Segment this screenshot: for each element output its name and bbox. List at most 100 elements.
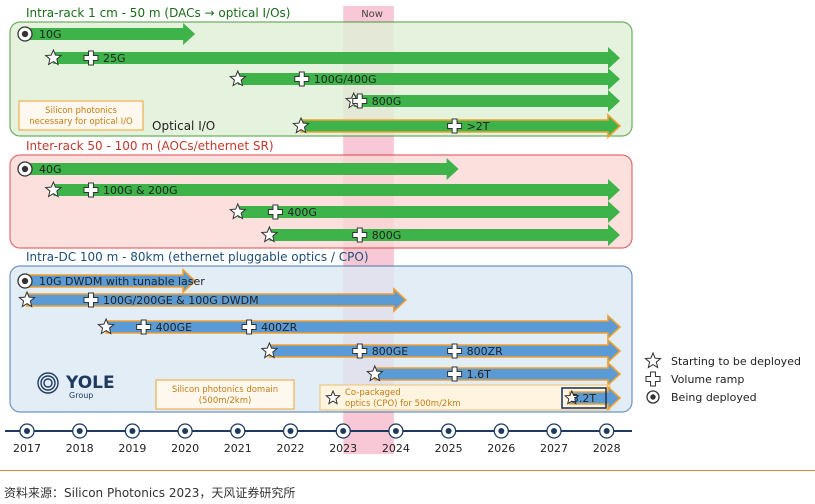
deployed-icon-dot	[21, 165, 29, 173]
row-label: 10G	[39, 28, 62, 41]
footer-divider	[0, 470, 815, 471]
roadmap-arrow	[53, 179, 621, 201]
deployed-icon	[17, 273, 33, 289]
star-icon	[292, 116, 310, 134]
note-box-silicon-photonics	[18, 100, 144, 131]
timeline-node-dot	[287, 428, 294, 434]
row-label: 100G/400G	[314, 73, 377, 86]
timeline-year: 2026	[487, 442, 515, 455]
row-label: 800ZR	[467, 345, 504, 358]
note-text: necessary for optical I/O	[29, 117, 133, 127]
cross-icon	[447, 118, 463, 134]
row-label: 3.2T	[572, 392, 596, 405]
row-label: >2T	[467, 120, 490, 133]
roadmap-arrow	[374, 361, 622, 387]
deployed-icon	[17, 26, 33, 42]
logo-ring	[37, 372, 59, 394]
section-title-2: Intra-DC 100 m - 80km (ethernet pluggabl…	[26, 250, 369, 264]
row-label: 100G/200GE & 100G DWDM	[103, 294, 259, 307]
cross-icon	[447, 343, 463, 359]
row-label: 10G DWDM with tunable laser	[39, 275, 205, 288]
timeline-year: 2024	[382, 442, 410, 455]
cross-icon	[294, 71, 310, 87]
row-label: 800G	[372, 95, 402, 108]
now-label: Now	[361, 9, 383, 20]
roadmap-arrow	[237, 68, 621, 90]
cpo-text: Co-packaged	[345, 388, 401, 398]
timeline-node-dot	[340, 428, 347, 434]
row-label: 800G	[372, 229, 402, 242]
timeline-year: 2021	[224, 442, 252, 455]
timeline-year: 2018	[66, 442, 94, 455]
row-label: 100G & 200G	[103, 184, 178, 197]
timeline-node-dot	[234, 428, 241, 434]
cross-icon	[241, 319, 257, 335]
star-icon	[365, 364, 384, 382]
source-note: 资料来源：Silicon Photonics 2023，天风证券研究所	[4, 486, 296, 500]
section-box-1	[9, 154, 633, 249]
timeline-year: 2019	[118, 442, 146, 455]
row-label: 40G	[39, 163, 62, 176]
cpo-text: optics (CPO) for 500m/2km	[345, 399, 461, 409]
logo-ring	[40, 375, 56, 391]
star-icon	[44, 180, 63, 198]
timeline-node-dot	[603, 428, 610, 434]
cross-icon	[136, 319, 152, 335]
row-label: 800GE	[372, 345, 409, 358]
star-icon	[44, 48, 63, 66]
star-icon	[18, 290, 36, 308]
deployed-icon-dot	[21, 30, 29, 38]
deployed-icon-dot	[650, 394, 656, 400]
row-label: 1.6T	[467, 368, 491, 381]
roadmap-arrow	[27, 23, 196, 45]
row-label: 25G	[103, 52, 126, 65]
note-text: Silicon photonics domain	[172, 385, 278, 395]
yole-logo	[37, 372, 59, 394]
row-prefix: Optical I/O	[152, 119, 215, 133]
cross-icon	[352, 93, 368, 109]
roadmap-arrow	[353, 90, 620, 112]
timeline-year: 2023	[329, 442, 357, 455]
timeline-node-dot	[129, 428, 136, 434]
legend-label: Volume ramp	[671, 373, 744, 386]
row-label: 400GE	[156, 321, 193, 334]
deployed-icon	[17, 161, 33, 177]
timeline-year: 2020	[171, 442, 199, 455]
row-label: 400G	[287, 206, 317, 219]
legend-star-icon	[644, 351, 662, 369]
star-icon	[563, 389, 580, 405]
roadmap-arrow	[26, 268, 197, 294]
star-icon	[260, 341, 279, 359]
star-icon	[228, 69, 247, 87]
timeline-node-dot	[498, 428, 505, 434]
cross-icon	[352, 227, 368, 243]
section-title-0: Intra-rack 1 cm - 50 m (DACs → optical I…	[26, 6, 290, 20]
timeline-node-dot	[445, 428, 452, 434]
timeline-year: 2017	[13, 442, 41, 455]
timeline-node-dot	[76, 428, 83, 434]
timeline-node-dot	[551, 428, 557, 434]
note-box-silicon-domain	[155, 379, 295, 410]
star-icon	[228, 202, 247, 220]
logo-name: YOLE	[65, 373, 115, 393]
timeline-year: 2022	[277, 442, 305, 455]
deployed-icon-dot	[21, 277, 29, 285]
cross-icon	[83, 182, 99, 198]
cross-icon	[267, 204, 283, 220]
cross-icon	[83, 50, 99, 66]
timeline-node-dot	[392, 428, 399, 434]
note-text: Silicon photonics	[45, 106, 117, 116]
legend-label: Starting to be deployed	[671, 355, 801, 368]
legend-deployed-icon	[646, 390, 660, 404]
highlight-box-3.2t	[561, 387, 607, 409]
star-icon	[97, 317, 115, 335]
cross-icon	[447, 366, 463, 382]
roadmap-arrow	[27, 158, 459, 180]
star-icon	[325, 389, 341, 405]
row-label: 400ZR	[261, 321, 298, 334]
legend-cross-icon	[645, 371, 661, 387]
roadmap-arrow	[237, 201, 621, 223]
roadmap-arrow	[53, 47, 621, 69]
logo-ring	[43, 378, 53, 388]
